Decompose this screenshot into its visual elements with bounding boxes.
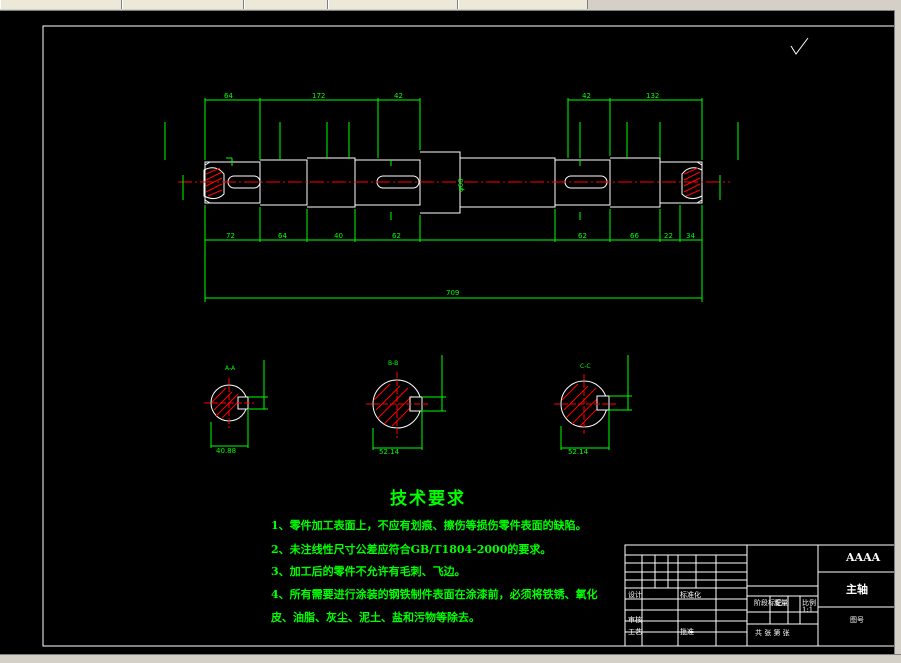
dim-42-right: 42	[582, 92, 591, 100]
svg-text:C-C: C-C	[580, 363, 591, 370]
shaft-end-sections	[203, 167, 703, 200]
dim-middle-diameter: φ60	[457, 178, 465, 192]
title-block-weight-label: 重量	[774, 599, 788, 607]
dim-66: 66	[630, 232, 639, 240]
cad-drawing-canvas[interactable]: 64 172 42 42 132 72 64 40 62 62 66 22 34…	[0, 10, 895, 655]
title-block-scale: 1:1	[802, 606, 814, 614]
roughness-symbol	[790, 37, 809, 55]
title-block-scale-label: 比例	[802, 599, 816, 607]
status-bar	[0, 654, 901, 663]
drawing-tab-2[interactable]	[122, 0, 244, 9]
dim-64-bottom: 64	[278, 232, 287, 240]
svg-text:A-A: A-A	[225, 365, 236, 372]
dim-132: 132	[646, 92, 659, 100]
bottom-dimensions	[204, 205, 703, 302]
drawing-tab-5[interactable]	[458, 0, 588, 9]
diameter-leaders	[164, 122, 739, 200]
title-block-stage-label: 阶段标记	[754, 599, 782, 607]
drawing-tab-4[interactable]	[328, 0, 458, 9]
dim-40: 40	[334, 232, 343, 240]
drawing-border	[42, 25, 895, 647]
top-dimensions	[204, 98, 703, 160]
dim-34: 34	[686, 232, 695, 240]
drawing-tab-3[interactable]	[244, 0, 328, 9]
dim-total-length: 709	[446, 289, 459, 297]
vertical-scrollbar[interactable]	[894, 10, 901, 655]
title-block-part-name: 主轴	[846, 583, 868, 596]
dim-64-top: 64	[224, 92, 233, 100]
section-A-A: A-A 40.88	[204, 360, 268, 455]
svg-text:B-B: B-B	[388, 360, 398, 367]
title-block-design: 设计	[628, 591, 642, 599]
drawing-tab-1[interactable]	[0, 0, 122, 9]
dim-72: 72	[226, 232, 235, 240]
dim-22: 22	[664, 232, 673, 240]
section-b-width-dim: 52.14	[379, 448, 400, 456]
dim-62-right: 62	[578, 232, 587, 240]
title-block	[624, 544, 895, 647]
section-c-width-dim: 52.14	[568, 448, 589, 456]
window-tab-strip	[0, 0, 901, 11]
title-block-process: 工艺	[628, 628, 642, 636]
tech-requirement-2: 2、未注线性尺寸公差应符合GB/T1804-2000的要求。	[271, 543, 552, 556]
dim-172: 172	[312, 92, 325, 100]
title-block-review: 审核	[628, 616, 642, 624]
title-block-company: AAAA	[846, 551, 881, 564]
title-block-sheet-info: 共 张 第 张	[755, 629, 790, 637]
tech-requirement-4: 4、所有需要进行涂装的钢铁制件表面在涂漆前，必须将铁锈、氧化	[271, 588, 598, 601]
section-a-width-dim: 40.88	[216, 447, 236, 455]
tech-requirements-title: 技术要求	[390, 489, 466, 509]
section-B-B: B-B 52.14	[366, 355, 446, 456]
dim-62-left: 62	[392, 232, 401, 240]
tech-requirement-4-cont: 皮、油脂、灰尘、泥土、盐和污物等除去。	[271, 611, 480, 624]
dim-42-left: 42	[394, 92, 403, 100]
title-block-approve: 批准	[680, 628, 694, 636]
tech-requirement-1: 1、零件加工表面上，不应有划痕、擦伤等损伤零件表面的缺陷。	[271, 519, 587, 532]
title-block-standardize: 标准化	[680, 591, 701, 599]
section-C-C: C-C 52.14	[554, 355, 632, 456]
section-cut-marks	[226, 157, 581, 220]
title-block-drawing-no: 图号	[850, 616, 864, 624]
tech-requirement-3: 3、加工后的零件不允许有毛刺、飞边。	[271, 565, 466, 578]
